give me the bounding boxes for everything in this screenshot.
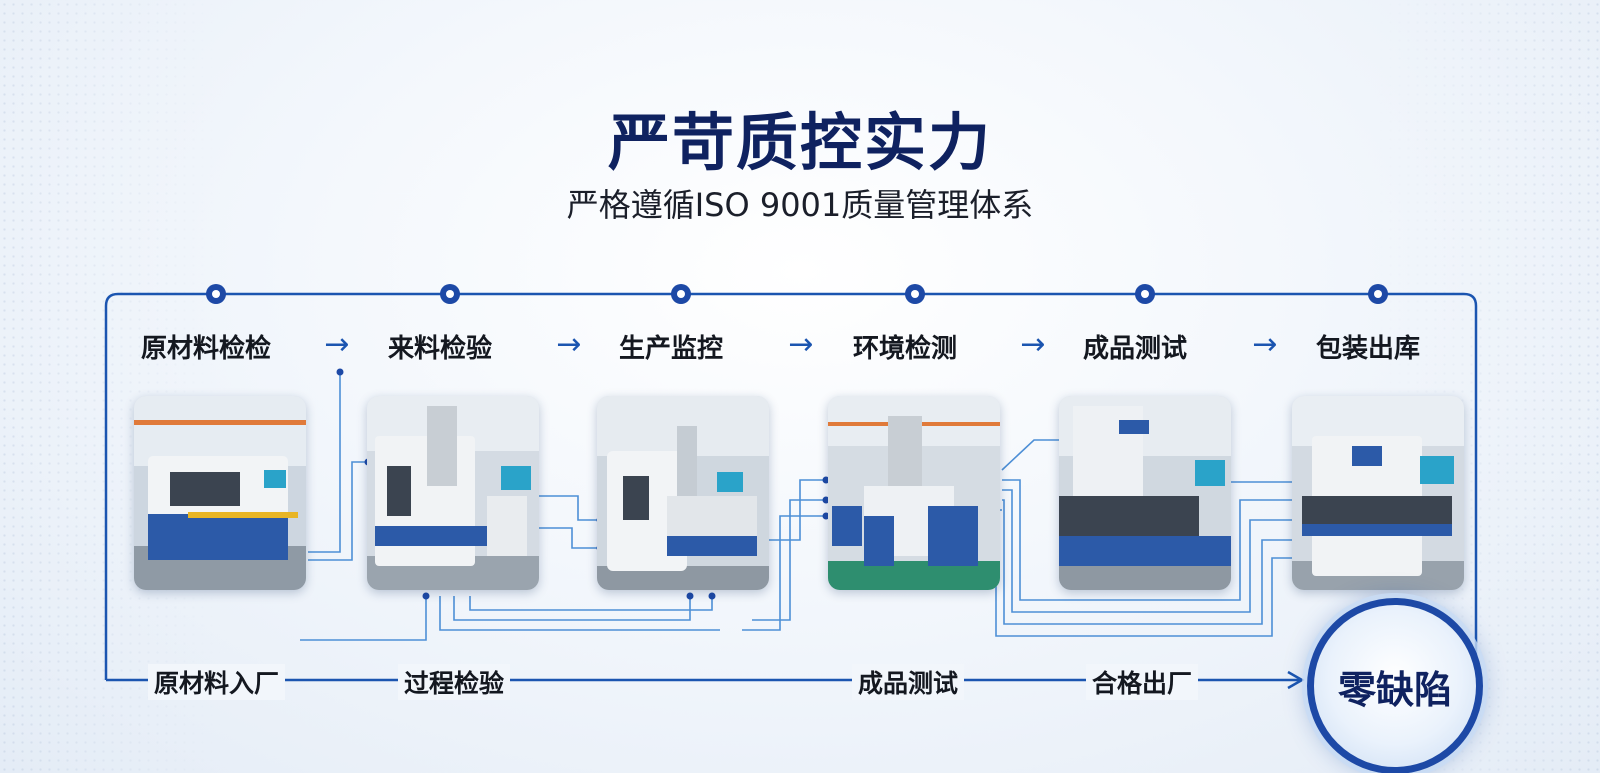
machine-photo-5	[1059, 396, 1231, 590]
arrow-right-icon: →	[1252, 327, 1278, 362]
machine-photo-1	[134, 396, 306, 590]
page-subtitle: 严格遵循ISO 9001质量管理体系	[566, 186, 1034, 224]
step-label-environment-testing: 环境检测	[852, 334, 957, 364]
step-label-product-testing: 成品测试	[1082, 334, 1187, 364]
badge-label: 零缺陷	[1337, 667, 1452, 712]
frame-line	[104, 292, 1478, 680]
bottom-label-qualified-out: 合格出厂	[1086, 664, 1199, 700]
top-nodes	[206, 284, 1388, 304]
bottom-label-process-inspection: 过程检验	[398, 664, 511, 700]
bottom-label-product-testing: 成品测试	[852, 664, 965, 700]
arrow-right-icon: →	[1020, 327, 1046, 362]
zero-defect-badge: 零缺陷	[1307, 598, 1483, 773]
machine-photo-3	[597, 396, 769, 590]
circuit-lines	[300, 372, 1292, 641]
arrow-right-icon: →	[324, 327, 350, 362]
step-label-packaging: 包装出库	[1315, 334, 1420, 364]
machine-photo-2	[367, 396, 539, 590]
bottom-arrow-head	[1287, 670, 1305, 690]
machine-photo-6	[1292, 396, 1464, 590]
machine-photo-4	[828, 396, 1000, 590]
step-label-incoming-inspection: 来料检验	[387, 334, 492, 364]
step-label-raw-material: 原材料检检	[140, 334, 271, 364]
arrow-right-icon: →	[556, 327, 582, 362]
arrow-right-icon: →	[788, 327, 814, 362]
page-title: 严苛质控实力	[607, 106, 992, 179]
bottom-label-raw-material-in: 原材料入厂	[148, 664, 286, 700]
step-label-production-monitoring: 生产监控	[618, 334, 723, 364]
